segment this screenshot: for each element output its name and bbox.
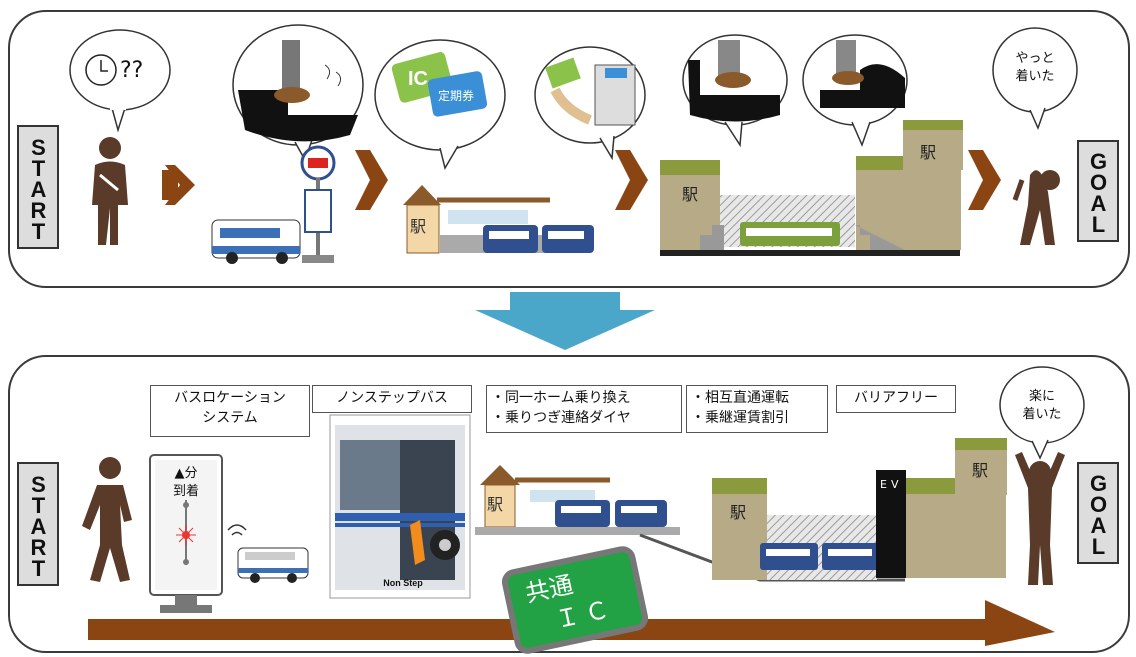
- top-station-label-1: 駅: [410, 217, 426, 236]
- signage-minutes-text: ▲分: [174, 466, 198, 481]
- top-start-box: START: [17, 125, 59, 249]
- finally-arrived-line-1: やっと: [1015, 51, 1055, 66]
- bottom-station-building-icon: 駅: [475, 465, 680, 535]
- bottom-start-box: START: [17, 462, 59, 586]
- barrier-free-station-icon: 駅 EV 駅: [712, 438, 1007, 580]
- bottom-start-label: START: [26, 471, 51, 577]
- nonstep-caption: Non Step: [383, 578, 423, 588]
- bottom-station-label-2: 駅: [730, 503, 746, 522]
- bottom-station-label-3: 駅: [972, 461, 988, 480]
- transition-arrow: [475, 292, 655, 350]
- walking-person-icon: [82, 457, 132, 582]
- nonstep-bus-label: ノンステップバス: [312, 385, 472, 413]
- confused-person-icon: [92, 137, 128, 245]
- bottom-goal-label: GOAL: [1086, 471, 1111, 555]
- stairs-thought-bubble: [232, 24, 364, 162]
- easy-arrived-line-1: 楽に: [1028, 389, 1055, 404]
- easy-arrived-bubble: [999, 366, 1085, 460]
- same-platform-line-1: ・同一ホーム乗り換え: [491, 390, 631, 406]
- easy-arrived-line-2: 着いた: [1022, 407, 1062, 422]
- ic-card-text: IC: [408, 68, 428, 90]
- happy-person-icon: [1015, 452, 1065, 585]
- common-ic-card-icon: [501, 546, 649, 654]
- through-service-label: ・相互直通運転 ・乗継運賃割引: [686, 385, 828, 433]
- bus-icon: [211, 219, 301, 264]
- confused-thought-bubble: [69, 29, 171, 133]
- elevator-icon: [876, 470, 906, 578]
- top-step-arrow-1: [162, 165, 195, 205]
- top-step-arrow-2: [355, 150, 388, 210]
- top-goal-label: GOAL: [1086, 149, 1111, 233]
- bus-location-line-1: バスロケーション: [174, 390, 286, 406]
- finally-arrived-line-2: 着いた: [1015, 69, 1055, 84]
- through-service-line-1: ・相互直通運転: [691, 390, 789, 406]
- easy-arrived-text: 楽に 着いた: [1012, 388, 1072, 424]
- walking-down-bubble: [682, 34, 788, 148]
- top-step-arrow-3: [615, 150, 648, 210]
- top-station-label-2: 駅: [682, 185, 698, 204]
- top-start-label: START: [26, 134, 51, 240]
- bus-location-signage-icon: [149, 454, 223, 613]
- bus-location-line-2: システム: [202, 410, 258, 426]
- ic-card-thought-bubble: IC 定期券: [374, 39, 506, 170]
- top-station-label-3: 駅: [920, 143, 936, 162]
- bottom-blue-train-icon: [555, 500, 667, 527]
- nonstep-bus-photo: [329, 414, 471, 599]
- small-bus-icon: [237, 547, 309, 583]
- top-blue-train-icon: [483, 225, 594, 253]
- arrived-thought-bubble: [992, 27, 1078, 131]
- barrier-free-label: バリアフリー: [836, 385, 956, 413]
- stairs-station-icon: 駅 駅: [660, 120, 963, 256]
- top-step-arrow-4: [968, 150, 1001, 210]
- walking-up-bubble: [802, 34, 908, 148]
- bottom-station-label-1: 駅: [487, 495, 503, 514]
- top-goal-box: GOAL: [1077, 140, 1119, 242]
- same-platform-line-2: ・乗りつぎ連絡ダイヤ: [491, 410, 631, 426]
- wifi-signal-icon: [227, 524, 247, 536]
- same-platform-label: ・同一ホーム乗り換え ・乗りつぎ連絡ダイヤ: [486, 385, 682, 433]
- bus-location-label: バスロケーション システム: [150, 385, 310, 437]
- ev-label: EV: [880, 478, 902, 491]
- tired-person-icon: [1012, 170, 1060, 245]
- touch-ic-thought-bubble: [534, 46, 646, 161]
- bottom-goal-box: GOAL: [1077, 462, 1119, 564]
- through-service-line-2: ・乗継運賃割引: [691, 410, 789, 426]
- signage-arrival-text: 到着: [172, 484, 199, 499]
- finally-arrived-text: やっと 着いた: [1005, 50, 1065, 86]
- bus-stop-sign-icon: [300, 145, 336, 263]
- confused-question-marks: ??: [120, 58, 144, 83]
- commuter-pass-text: 定期券: [438, 88, 474, 103]
